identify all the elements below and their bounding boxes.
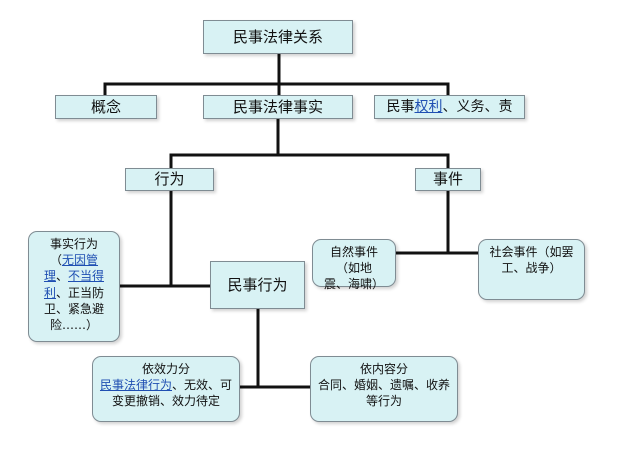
content-classification-node: 依内容分 合同、婚姻、遗嘱、收养 等行为: [310, 356, 458, 422]
rights-link[interactable]: 权利: [414, 98, 443, 115]
root-node-civil-legal-relation: 民事法律关系: [203, 20, 353, 54]
factual-action-content: 事实行为 （无因管 理、不当得 利、正当防 卫、紧急避 险……）: [35, 236, 113, 333]
civil-juristic-act-link[interactable]: 民事法律行为: [99, 378, 172, 393]
social-event-line-1: 社会事件（如罢: [489, 245, 574, 259]
concept-node: 概念: [55, 95, 157, 119]
root-node-label: 民事法律关系: [232, 27, 323, 46]
natural-event-content: 自然事件（如地 震、海啸）: [319, 244, 389, 293]
effect-classification-line-3: 变更撤销、效力待定: [111, 394, 220, 409]
civil-legal-fact-node: 民事法律事实: [203, 95, 353, 119]
factual-action-node: 事实行为 （无因管 理、不当得 利、正当防 卫、紧急避 险……）: [28, 231, 120, 342]
connector-action-children: [118, 189, 212, 288]
civil-action-label: 民事行为: [227, 275, 288, 294]
social-event-content: 社会事件（如罢 工、战争）: [485, 244, 578, 276]
social-event-line-2: 工、战争）: [501, 261, 562, 276]
content-classification-line-2: 合同、婚姻、遗嘱、收养: [317, 378, 450, 393]
factual-action-line-3: 理、不当得: [35, 268, 113, 284]
content-classification-title: 依内容分: [359, 362, 408, 376]
factual-action-line-2: （无因管: [35, 252, 113, 268]
factual-action-line-2-prefix: （: [49, 253, 62, 268]
rights-suffix: 、义务、责: [442, 98, 513, 115]
factual-action-line-4-suffix: 、正当防: [56, 285, 105, 300]
event-node: 事件: [415, 168, 481, 191]
content-classification-line-3: 等行为: [365, 394, 402, 409]
action-node: 行为: [125, 168, 214, 191]
concept-node-label: 概念: [90, 97, 121, 116]
connector-fact-to-level3: [169, 117, 450, 170]
effect-classification-line-2-suffix: 、无效、可: [172, 378, 233, 393]
social-event-node: 社会事件（如罢 工、战争）: [478, 239, 585, 300]
rights-prefix: 民事: [386, 98, 415, 115]
factual-action-line-6: 险……）: [49, 317, 98, 332]
content-classification-content: 依内容分 合同、婚姻、遗嘱、收养 等行为: [317, 361, 451, 410]
negotiorum-gestio-link-part-2[interactable]: 理: [43, 269, 56, 284]
natural-event-line-2: 震、海啸）: [323, 277, 384, 292]
natural-event-line-1: 自然事件（如地: [329, 245, 378, 276]
unjust-enrichment-link-part-1[interactable]: 不当得: [68, 269, 105, 284]
factual-action-line-1: 事实行为: [49, 237, 98, 251]
effect-classification-line-2: 民事法律行为、无效、可: [99, 377, 233, 393]
negotiorum-gestio-link-part-1[interactable]: 无因管: [62, 253, 99, 268]
effect-classification-title: 依效力分: [141, 362, 190, 376]
connector-event-children: [394, 189, 480, 255]
connector-root-to-level2: [103, 52, 450, 97]
unjust-enrichment-link-part-2[interactable]: 利: [43, 285, 56, 300]
factual-action-line-3-separator: 、: [55, 269, 68, 284]
effect-classification-content: 依效力分 民事法律行为、无效、可 变更撤销、效力待定: [99, 361, 233, 410]
rights-duties-node: 民事权利、义务、责: [374, 95, 525, 119]
connector-civil-action-children: [238, 307, 312, 389]
civil-action-node: 民事行为: [210, 261, 305, 309]
event-node-label: 事件: [432, 170, 463, 189]
rights-duties-text: 民事权利、义务、责: [387, 98, 513, 117]
civil-legal-fact-label: 民事法律事实: [232, 97, 323, 116]
factual-action-line-4: 利、正当防: [35, 285, 113, 301]
natural-event-node: 自然事件（如地 震、海啸）: [312, 239, 396, 291]
factual-action-line-5: 卫、紧急避: [43, 301, 104, 316]
action-node-label: 行为: [154, 170, 185, 189]
effect-classification-node: 依效力分 民事法律行为、无效、可 变更撤销、效力待定: [92, 356, 240, 422]
